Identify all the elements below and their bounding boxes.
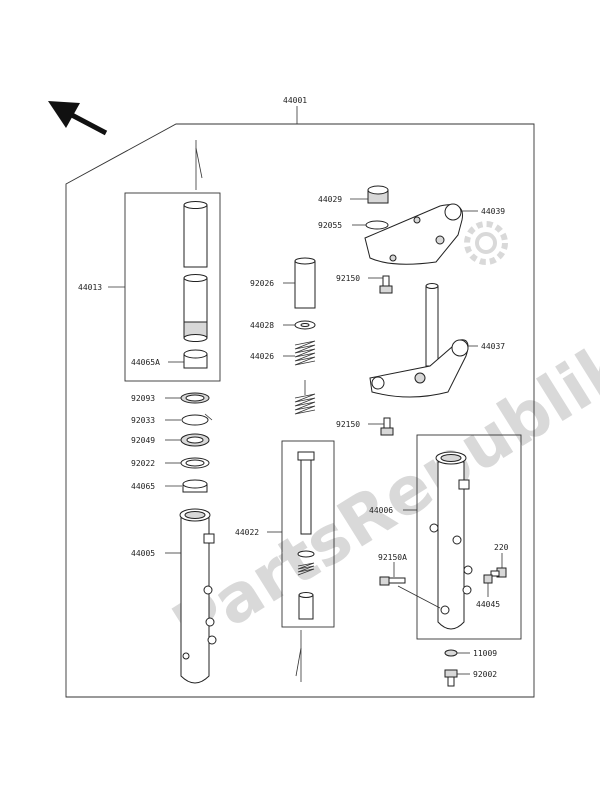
label-92150A: 92150A	[378, 553, 407, 562]
label-92022: 92022	[131, 459, 155, 468]
gear-icon	[464, 221, 508, 265]
label-44001: 44001	[283, 96, 307, 105]
label-44013: 44013	[78, 283, 102, 292]
label-44045: 44045	[476, 600, 500, 609]
assembly-frame	[65, 123, 535, 698]
label-44022: 44022	[235, 528, 259, 537]
cap-44029-part	[367, 185, 389, 204]
label-44037: 44037	[481, 342, 505, 351]
label-92026: 92026	[250, 279, 274, 288]
label-44065A: 44065A	[131, 358, 160, 367]
seal-92093-part	[180, 392, 210, 404]
break-mark-bottom	[295, 630, 302, 682]
label-220: 220	[494, 543, 509, 552]
washer-92022-part	[180, 457, 210, 469]
bushing-44065-part	[182, 479, 208, 493]
damper-rod-part	[297, 451, 315, 620]
spring-44026-part	[294, 340, 316, 415]
bolt-220-part	[490, 567, 507, 578]
label-92002: 92002	[473, 670, 497, 679]
outer-tube-right-part	[429, 451, 473, 630]
bolt-92150A-part	[379, 576, 406, 586]
plug-44045-part	[483, 574, 493, 584]
bolt-92002-part	[444, 669, 458, 687]
bolt-92150-upper-part	[379, 275, 393, 294]
bushing-44065A-part	[183, 349, 208, 369]
circlip-92033-part	[181, 413, 213, 426]
outer-tube-left-part	[179, 508, 217, 684]
upper-bracket-44039-part	[364, 203, 464, 265]
label-92150-upper: 92150	[336, 274, 360, 283]
label-92049: 92049	[131, 436, 155, 445]
label-92055: 92055	[318, 221, 342, 230]
label-44006: 44006	[369, 506, 393, 515]
o-ring-92055-part	[365, 220, 389, 230]
seat-44028-part	[294, 320, 316, 330]
label-92150-lower: 92150	[336, 420, 360, 429]
inner-tube-part	[183, 201, 208, 342]
bolt-92150-lower-part	[380, 417, 394, 436]
label-44029: 44029	[318, 195, 342, 204]
label-11009: 11009	[473, 649, 497, 658]
break-mark-top	[195, 140, 203, 190]
lower-bracket-44037-part	[369, 283, 469, 398]
label-92033: 92033	[131, 416, 155, 425]
spacer-92026-part	[294, 257, 316, 309]
label-44039: 44039	[481, 207, 505, 216]
label-44005: 44005	[131, 549, 155, 558]
arrow-up-left-icon	[48, 101, 108, 136]
oil-seal-92049-part	[180, 433, 210, 447]
label-44026: 44026	[250, 352, 274, 361]
damper-group-box	[281, 440, 335, 628]
label-44065: 44065	[131, 482, 155, 491]
gasket-11009-part	[444, 649, 458, 657]
outer-tube-right-group-box	[416, 434, 522, 640]
label-92093: 92093	[131, 394, 155, 403]
label-44028: 44028	[250, 321, 274, 330]
